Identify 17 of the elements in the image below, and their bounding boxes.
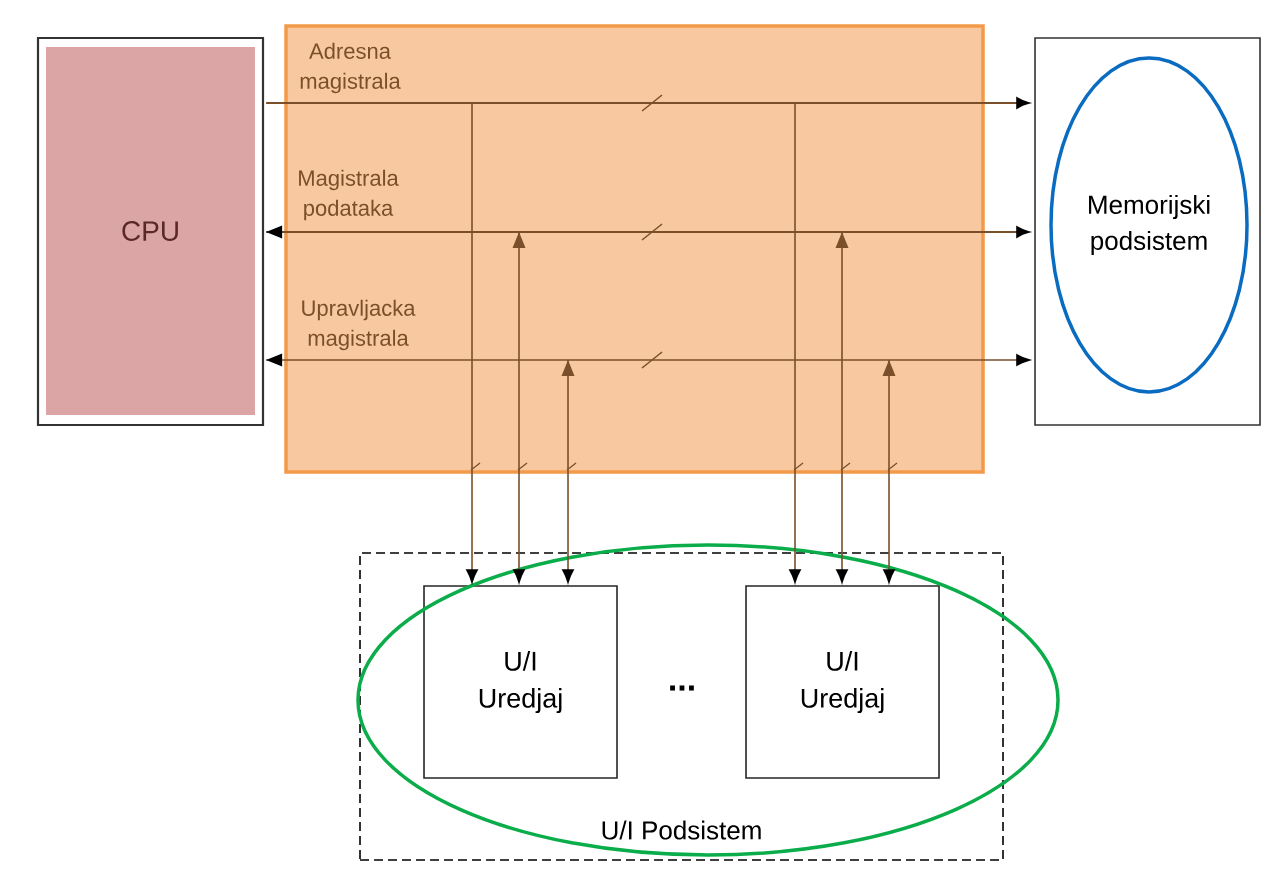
edge-label: Magistrala podataka: [299, 169, 399, 221]
cpu-block: CPU: [46, 47, 255, 415]
arrow: [466, 102, 481, 583]
arrow: [882, 359, 898, 583]
edge-label: Adresna magistrala: [300, 42, 401, 94]
arrow: [512, 231, 528, 583]
bus-arrow: [266, 223, 1030, 241]
device-box: U/I Uredjaj: [423, 585, 618, 779]
memory-box: [1034, 37, 1261, 426]
bus-arrow: [266, 94, 1030, 112]
arrow: [835, 231, 851, 583]
arrow: [561, 359, 577, 583]
ellipsis: ...: [670, 685, 694, 691]
device-box: U/I Uredjaj: [745, 585, 940, 779]
edge-label: Upravljacka magistrala: [302, 299, 416, 351]
arrow: [789, 102, 804, 583]
bus-arrow: [265, 351, 1031, 369]
